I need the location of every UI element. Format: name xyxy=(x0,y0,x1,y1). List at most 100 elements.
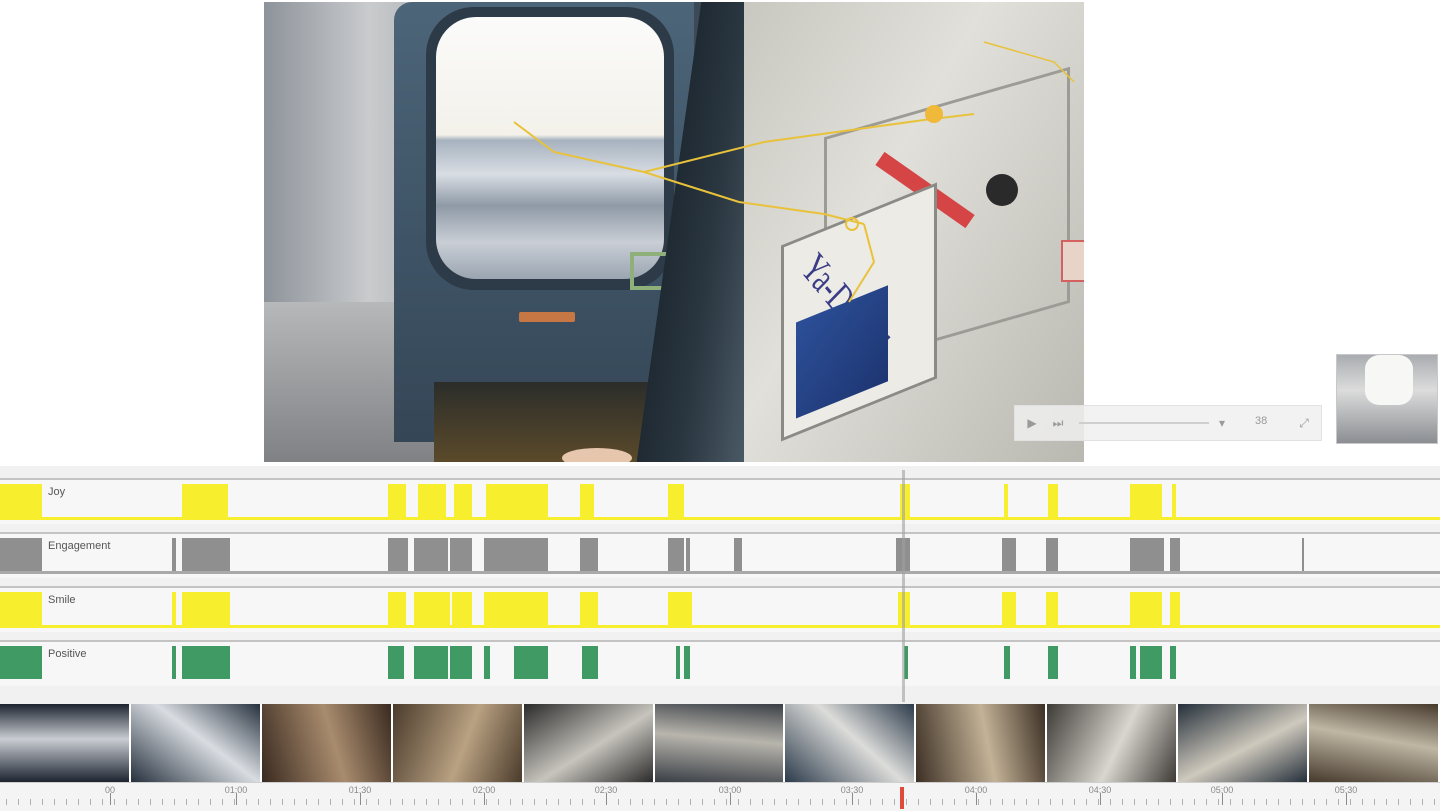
ruler-tick xyxy=(906,799,907,805)
ruler-tick xyxy=(18,799,19,805)
step-icon[interactable]: ⏭ xyxy=(1052,416,1064,430)
thumbnail-train-vestibule[interactable] xyxy=(654,704,786,782)
track-smile[interactable]: Smile xyxy=(0,586,1440,632)
ruler-tick xyxy=(1146,799,1147,805)
ruler-tick xyxy=(138,799,139,805)
track-segment xyxy=(514,646,548,680)
track-segment xyxy=(668,592,692,626)
thumbnail-train-passengers[interactable] xyxy=(1178,704,1310,782)
ruler-tick xyxy=(1038,799,1039,805)
playback-slider[interactable] xyxy=(1079,422,1209,424)
track-baseline xyxy=(0,679,1440,682)
ruler-tick xyxy=(462,799,463,805)
ruler-tick xyxy=(318,799,319,805)
ruler-tick xyxy=(126,799,127,805)
track-label: Positive xyxy=(48,648,87,660)
ruler-tick xyxy=(1206,799,1207,805)
ruler-tick xyxy=(546,799,547,805)
track-segment xyxy=(454,484,472,518)
ruler-tick xyxy=(270,799,271,805)
ruler-tick xyxy=(762,799,763,805)
ruler-label: 04:00 xyxy=(964,785,988,795)
track-segment xyxy=(1130,646,1136,680)
track-segment xyxy=(0,592,42,626)
thumbnail-train-interior-seats-1[interactable] xyxy=(0,704,131,782)
track-segment xyxy=(388,538,408,572)
ruler-label: 01:00 xyxy=(224,785,248,795)
ruler-tick xyxy=(342,799,343,805)
track-engagement[interactable]: Engagement xyxy=(0,532,1440,578)
ruler-tick xyxy=(1122,799,1123,805)
video-frame[interactable]: Ya-Daaht! xyxy=(264,2,1084,462)
playback-controls: ▶ ⏭ ▾ 38 ⤢ xyxy=(1014,405,1322,441)
ruler-tick xyxy=(666,799,667,805)
ruler-tick xyxy=(1338,799,1339,805)
ruler-label: 00 xyxy=(104,785,116,795)
track-segment xyxy=(182,592,230,626)
ruler-tick xyxy=(798,799,799,805)
thumbnail-train-luggage-area[interactable] xyxy=(523,704,655,782)
thumbnail-train-aisle-person[interactable] xyxy=(1047,704,1179,782)
track-segment xyxy=(1172,484,1176,518)
track-segment xyxy=(684,646,690,680)
ruler-tick xyxy=(774,799,775,805)
track-segment xyxy=(388,592,406,626)
ruler-tick xyxy=(1302,799,1303,805)
ruler-tick xyxy=(1422,799,1423,805)
track-baseline xyxy=(0,625,1440,628)
ruler-tick xyxy=(534,799,535,805)
track-positive[interactable]: Positive xyxy=(0,640,1440,686)
ruler-tick xyxy=(6,799,7,805)
track-segment xyxy=(668,484,684,518)
ruler-major-tick xyxy=(730,793,731,805)
track-segment xyxy=(676,646,680,680)
preview-thumbnail[interactable] xyxy=(1336,354,1438,444)
ruler-tick xyxy=(150,799,151,805)
play-icon[interactable]: ▶ xyxy=(1027,416,1037,430)
thumbnail-train-door-window[interactable] xyxy=(785,704,917,782)
ruler-tick xyxy=(726,799,727,805)
ruler-tick xyxy=(330,799,331,805)
thumbnail-train-corridor-dark[interactable] xyxy=(261,704,393,782)
ruler-tick xyxy=(246,799,247,805)
track-segment xyxy=(1130,592,1162,626)
ruler-tick xyxy=(1398,799,1399,805)
ruler-tick xyxy=(594,799,595,805)
playhead[interactable] xyxy=(900,787,904,809)
ruler-tick xyxy=(1290,799,1291,805)
ruler-major-tick xyxy=(110,793,111,805)
fullscreen-icon[interactable]: ⤢ xyxy=(1299,416,1309,430)
track-segment xyxy=(1170,592,1180,626)
ruler-tick xyxy=(1266,799,1267,805)
ruler-tick xyxy=(282,799,283,805)
ruler-label: 02:30 xyxy=(594,785,618,795)
track-joy[interactable]: Joy xyxy=(0,478,1440,524)
video-door-sign xyxy=(519,312,575,322)
thumbnail-train-interior-seats-2[interactable] xyxy=(130,704,262,782)
video-warning-label xyxy=(1061,240,1084,282)
track-segment xyxy=(734,538,742,572)
track-segment xyxy=(414,592,450,626)
ruler-tick xyxy=(990,799,991,805)
ruler-tick xyxy=(1026,799,1027,805)
track-segment xyxy=(172,592,176,626)
ruler-tick xyxy=(1434,799,1435,805)
ruler-tick xyxy=(642,799,643,805)
track-segment xyxy=(0,484,42,518)
track-segment xyxy=(1004,484,1008,518)
timeline-cursor[interactable] xyxy=(902,470,905,702)
ruler-tick xyxy=(822,799,823,805)
track-label: Engagement xyxy=(48,540,111,552)
ruler-tick xyxy=(1218,799,1219,805)
thumbnail-train-end-door[interactable] xyxy=(1309,704,1440,782)
ruler-tick xyxy=(1110,799,1111,805)
ruler-tick xyxy=(690,799,691,805)
ruler-label: 04:30 xyxy=(1088,785,1112,795)
ruler-tick xyxy=(522,799,523,805)
ruler-tick xyxy=(1350,799,1351,805)
thumbnail-train-vestibule-door[interactable] xyxy=(916,704,1048,782)
chevron-down-icon[interactable]: ▾ xyxy=(1218,416,1226,430)
thumbnail-train-corridor-door[interactable] xyxy=(392,704,524,782)
ruler-tick xyxy=(750,799,751,805)
